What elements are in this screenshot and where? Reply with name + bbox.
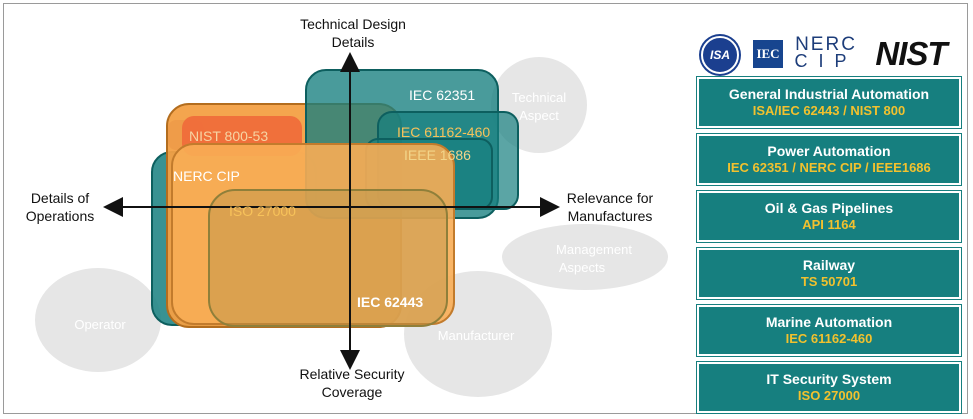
sector-box-railway: Railway TS 50701: [697, 248, 961, 299]
sector-standards: IEC 62351 / NERC CIP / IEEE1686: [727, 160, 931, 175]
top-axis-label-line1: Technical Design: [300, 16, 406, 32]
manufacturer-label: Manufacturer: [438, 328, 515, 343]
sector-standards-list: General Industrial Automation ISA/IEC 62…: [697, 77, 961, 419]
standards-overlap: [151, 69, 519, 328]
operator-bubble: [35, 268, 161, 372]
iec-logo: IEC: [753, 40, 783, 68]
organization-logos: ISA IEC NERC CIP NIST: [697, 34, 961, 74]
iec-62351-label: IEC 62351: [409, 87, 475, 103]
security-standards-diagram: Technical Design Details Relative Securi…: [26, 16, 668, 400]
inner-iso-region: [208, 189, 448, 327]
bottom-axis-label-line1: Relative Security: [299, 366, 404, 382]
sector-box-it-security: IT Security System ISO 27000: [697, 362, 961, 413]
management-aspects-label-line1: Management: [556, 242, 632, 257]
sector-title: Oil & Gas Pipelines: [764, 200, 894, 216]
sector-title: IT Security System: [766, 371, 892, 387]
iec-62443-label: IEC 62443: [357, 294, 423, 310]
technical-aspect-label-line2: Aspect: [519, 108, 559, 123]
top-axis-label-line2: Details: [332, 34, 375, 50]
bottom-axis-label-line2: Coverage: [322, 384, 383, 400]
cip-logo-text: CIP: [794, 51, 858, 71]
figure-frame: Technical Design Details Relative Securi…: [3, 3, 968, 414]
sector-box-general-industrial: General Industrial Automation ISA/IEC 62…: [697, 77, 961, 128]
iec-61162-label: IEC 61162-460: [397, 124, 490, 140]
technical-aspect-label-line1: Technical: [512, 90, 566, 105]
operator-label: Operator: [74, 317, 126, 332]
sector-standards: TS 50701: [800, 274, 858, 289]
sector-title: Marine Automation: [765, 314, 893, 330]
nist-logo: NIST: [875, 35, 947, 72]
iso-27000-label: ISO 27000: [229, 203, 296, 219]
right-axis-label-line1: Relevance for: [567, 190, 654, 206]
sector-box-power-automation: Power Automation IEC 62351 / NERC CIP / …: [697, 134, 961, 185]
sector-title: General Industrial Automation: [728, 86, 930, 102]
right-axis-label-line2: Manufactures: [568, 208, 653, 224]
management-aspect-bubble: [502, 224, 668, 290]
sector-title: Railway: [802, 257, 856, 273]
sector-box-marine-automation: Marine Automation IEC 61162-460: [697, 305, 961, 356]
nerc-logo-text: NERC: [795, 34, 857, 55]
left-axis-label-line1: Details of: [31, 190, 89, 206]
nist-800-53-label: NIST 800-53: [189, 128, 268, 144]
nerc-cip-logo: NERC CIP: [794, 34, 858, 71]
sector-title: Power Automation: [767, 143, 891, 159]
sector-standards: API 1164: [802, 217, 856, 232]
management-aspects-label-line2: Aspects: [559, 260, 606, 275]
sector-standards: ISA/IEC 62443 / NIST 800: [752, 103, 906, 118]
ieee-1686-label: IEEE 1686: [404, 147, 471, 163]
left-axis-label-line2: Operations: [26, 208, 94, 224]
sector-standards: ISO 27000: [797, 388, 861, 403]
isa-logo: ISA: [701, 36, 739, 74]
sector-box-oil-gas: Oil & Gas Pipelines API 1164: [697, 191, 961, 242]
sector-standards: IEC 61162-460: [785, 331, 873, 346]
nerc-cip-label: NERC CIP: [173, 168, 240, 184]
